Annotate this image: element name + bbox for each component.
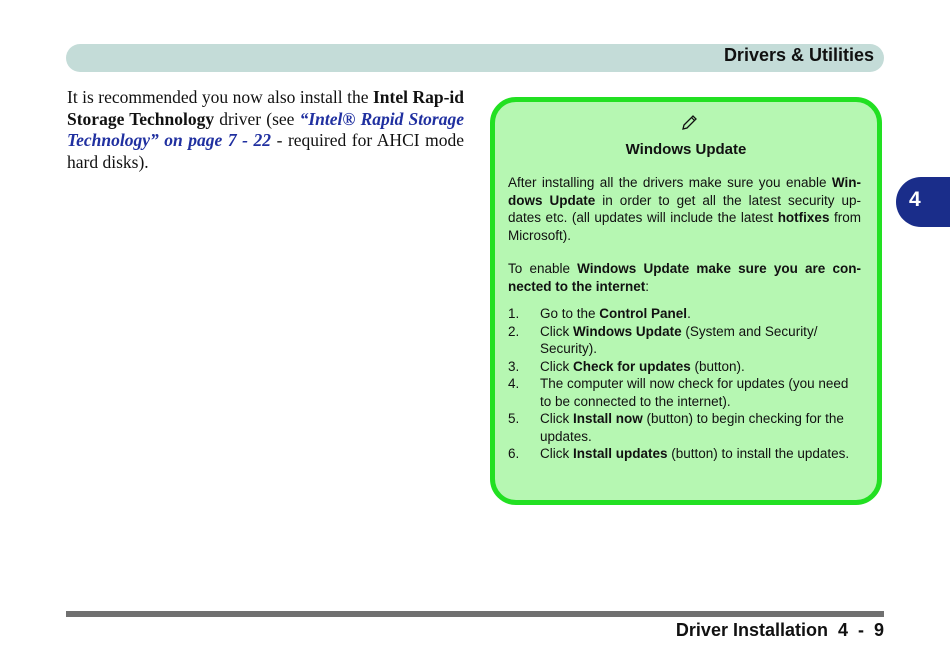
- step-item: 3. Click Check for updates (button).: [508, 358, 861, 376]
- step-number: 5.: [508, 411, 520, 426]
- body-paragraph: It is recommended you now also install t…: [67, 87, 464, 173]
- step-text: Go to the: [540, 306, 600, 321]
- step-item: 5. Click Install now (button) to begin ch…: [508, 410, 861, 445]
- step-text: Click: [540, 446, 573, 461]
- note-text: After installing all the drivers make su…: [508, 175, 832, 190]
- step-text: .: [687, 306, 691, 321]
- cross-reference-link[interactable]: “Intel® Rapid Storage Technology” on pag…: [67, 108, 464, 151]
- header-bar: Drivers & Utilities: [66, 44, 884, 72]
- step-bold-text: Install updates: [573, 446, 668, 461]
- chapter-number: 4: [909, 188, 921, 211]
- pencil-icon: [682, 115, 697, 130]
- note-text: :: [645, 278, 650, 294]
- step-number: 2.: [508, 323, 520, 339]
- body-text-3: - required for AHCI mode hard disks).: [67, 130, 464, 172]
- step-text: (button) to install the updates.: [667, 446, 850, 461]
- note-paragraph-1: After installing all the drivers make su…: [508, 174, 861, 244]
- note-bold-text: Win-dows Update: [508, 175, 861, 208]
- step-text: (System and Security/ Security).: [540, 323, 818, 357]
- step-item: 4. The computer will now check for update…: [508, 375, 861, 410]
- note-text: To enable: [508, 261, 578, 276]
- footer-rule: [66, 611, 884, 617]
- step-bold-text: Check for updates: [573, 358, 691, 374]
- step-item: 2. Click Windows Update (System and Secur…: [508, 323, 861, 358]
- step-number: 3.: [508, 358, 520, 374]
- steps-list: 1. Go to the Control Panel. 2. Click Windo…: [508, 305, 861, 463]
- note-title: Windows Update: [625, 141, 747, 158]
- step-text: The computer will now check for updates …: [540, 376, 849, 409]
- step-item: 6. Click Install updates (button) to inst…: [508, 445, 861, 463]
- note-bold-text: hotfixes: [777, 210, 830, 225]
- note-paragraph-2: To enable Windows Update make sure you a…: [508, 260, 861, 295]
- body-text-2: driver (see: [214, 108, 300, 129]
- step-number: 4.: [508, 376, 520, 391]
- step-text: (button).: [690, 358, 745, 374]
- footer-page-label: Driver Installation 4 - 9: [675, 620, 884, 640]
- step-text: (button) to begin checking for the updat…: [540, 411, 844, 444]
- windows-update-note: Windows Update After installing all the …: [490, 97, 882, 505]
- note-bold-text: Windows Update make sure you are con-nec…: [508, 261, 861, 294]
- chapter-tab: 4: [896, 177, 950, 227]
- step-text: Click: [540, 323, 573, 339]
- body-bold-driver: Intel Rap-id Storage Technology: [67, 87, 464, 129]
- step-bold-text: Control Panel: [599, 306, 688, 321]
- body-text-1: It is recommended you now also install t…: [67, 87, 373, 107]
- step-text: Click: [540, 411, 573, 426]
- step-number: 6.: [508, 446, 520, 461]
- step-item: 1. Go to the Control Panel.: [508, 305, 861, 323]
- step-bold-text: Windows Update: [573, 323, 682, 339]
- step-text: Click: [540, 358, 573, 374]
- step-bold-text: Install now: [573, 411, 643, 426]
- note-text: from Microsoft).: [508, 210, 861, 243]
- step-number: 1.: [508, 306, 520, 321]
- note-text: in order to get all the latest security …: [508, 192, 861, 226]
- section-title: Drivers & Utilities: [723, 45, 874, 65]
